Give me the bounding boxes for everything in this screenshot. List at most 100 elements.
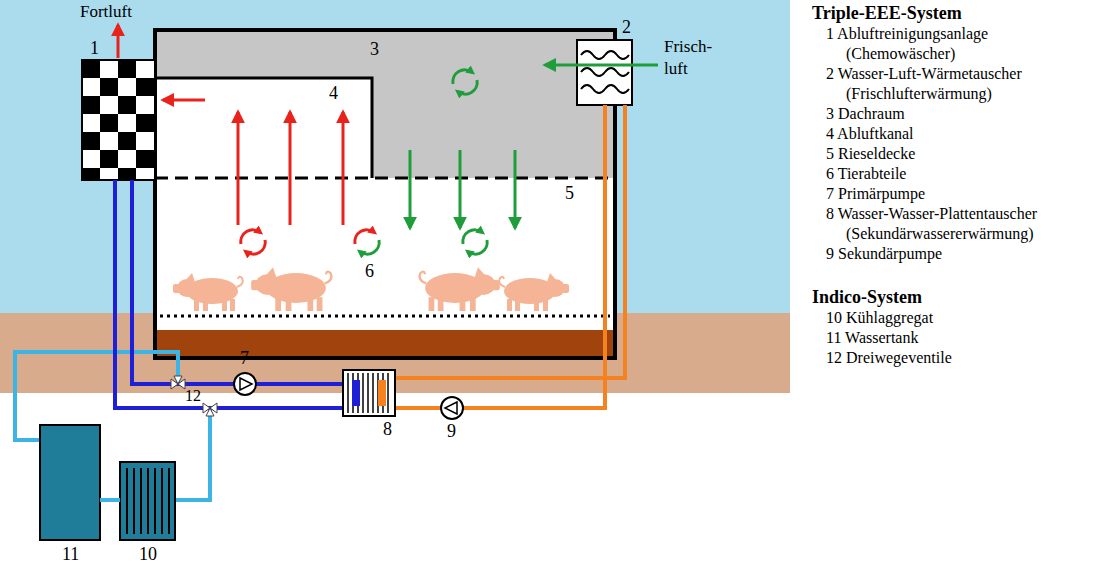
fin xyxy=(147,468,149,534)
primary-side xyxy=(352,380,360,406)
plate-exchanger xyxy=(343,370,395,416)
exchanger-plates xyxy=(348,373,388,413)
callout-number: 8 xyxy=(383,420,392,438)
legend-entry: 12 Dreiwegeventile xyxy=(812,348,1080,368)
legend-entry: 10 Kühlaggregat xyxy=(812,308,1080,328)
plate xyxy=(372,373,374,413)
component-region: 8 xyxy=(343,370,395,416)
water-pipe xyxy=(132,180,234,384)
barn-interior xyxy=(155,30,615,358)
barn-wall xyxy=(155,30,615,358)
callout-number: 9 xyxy=(447,422,456,440)
water-pipe xyxy=(256,382,343,386)
annotation-text: 12 xyxy=(185,388,201,404)
air-arrow xyxy=(163,99,205,102)
callout-number: 3 xyxy=(370,40,379,58)
swirl-arc xyxy=(360,240,379,254)
component-region: 10 xyxy=(120,462,175,540)
water-pipe xyxy=(100,498,120,502)
chiller-unit xyxy=(120,462,175,540)
water-pipe xyxy=(463,105,605,408)
trickle-ceiling xyxy=(155,177,615,180)
water-pipe xyxy=(395,406,441,410)
air-arrow xyxy=(342,112,345,225)
legend-column: Indico-System10 Kühlaggregat11 Wassertan… xyxy=(812,286,1080,368)
fin xyxy=(168,468,170,534)
swirl-arc xyxy=(241,230,260,244)
air-arrow xyxy=(409,150,412,228)
plate xyxy=(367,373,369,413)
legend-entry: 2 Wasser-Luft-Wärmetauscher (Frischlufte… xyxy=(812,64,1080,104)
callout-number: 6 xyxy=(365,262,374,280)
fin xyxy=(126,468,128,534)
wave-line xyxy=(581,51,629,59)
legend-entry: 5 Rieseldecke xyxy=(812,144,1080,164)
pig xyxy=(251,267,331,311)
cold-water-pipe xyxy=(175,408,210,500)
legend-entry: 8 Wasser-Wasser-Plattentauscher (Sekundä… xyxy=(812,204,1080,244)
pig xyxy=(420,267,500,311)
plate xyxy=(362,373,364,413)
pump-triangle xyxy=(445,402,457,414)
slurry-pit xyxy=(157,330,613,357)
plate xyxy=(387,373,389,413)
swirl-arc xyxy=(453,70,472,84)
component-region: 6 xyxy=(157,180,613,314)
pig xyxy=(173,273,243,311)
legend-entry: 4 Abluftkanal xyxy=(812,124,1080,144)
fin xyxy=(140,468,142,534)
slatted-floor xyxy=(160,315,610,318)
plate xyxy=(347,373,349,413)
pig xyxy=(499,273,569,311)
swirl-arc xyxy=(463,230,482,244)
legend-entry: 6 Tierabteile xyxy=(812,164,1080,184)
component-region: 11 xyxy=(40,425,100,540)
air-arrow xyxy=(237,112,240,225)
pump-triangle xyxy=(240,378,252,390)
callout-number: 11 xyxy=(62,545,79,563)
swirl-arc xyxy=(458,80,477,94)
component-region: 3 xyxy=(157,32,613,178)
water-pipe xyxy=(115,180,343,408)
component-region: 2 xyxy=(577,40,632,105)
three-way-valve xyxy=(203,403,217,416)
air-arrow xyxy=(514,150,517,228)
air-arrow xyxy=(459,150,462,228)
annotation-text: Frisch- luft xyxy=(664,36,720,80)
component-region: 1 xyxy=(82,60,155,180)
component-region: 4 xyxy=(157,80,370,176)
legend-entry: 9 Sekundärpumpe xyxy=(812,244,1080,264)
callout-number: 7 xyxy=(240,349,249,367)
chiller-fins xyxy=(127,468,169,534)
legend-entry: 11 Wassertank xyxy=(812,328,1080,348)
air-swirls xyxy=(241,70,487,254)
callout-number: 10 xyxy=(139,545,157,563)
air-arrow xyxy=(289,112,292,225)
channel-wall xyxy=(155,78,372,178)
pump-symbol xyxy=(441,397,463,419)
callout-number: 1 xyxy=(90,39,99,57)
annotation-text: 5 xyxy=(565,183,574,203)
fin xyxy=(133,468,135,534)
wave-line xyxy=(581,68,629,76)
wave-line xyxy=(581,85,629,93)
annotation-text: Fortluft xyxy=(80,2,132,22)
component-region: 9 xyxy=(441,397,463,419)
pump-symbol xyxy=(234,373,256,395)
fresh-air-arrow xyxy=(545,64,658,67)
swirl-arc xyxy=(468,240,487,254)
legend-entry: 3 Dachraum xyxy=(812,104,1080,124)
legend-heading: Indico-System xyxy=(812,286,1080,308)
legend-entry: 7 Primärpumpe xyxy=(812,184,1080,204)
three-way-valve xyxy=(171,376,185,389)
secondary-side xyxy=(378,380,386,406)
swirl-arc xyxy=(246,240,265,254)
legend-column: Triple-EEE-System1 Abluftreinigungsanlag… xyxy=(812,2,1080,264)
swirl-arc xyxy=(355,230,374,244)
fin xyxy=(161,468,163,534)
heat-exchanger-box xyxy=(577,40,632,105)
water-pipe xyxy=(395,105,625,378)
scrubber-box xyxy=(82,60,155,180)
